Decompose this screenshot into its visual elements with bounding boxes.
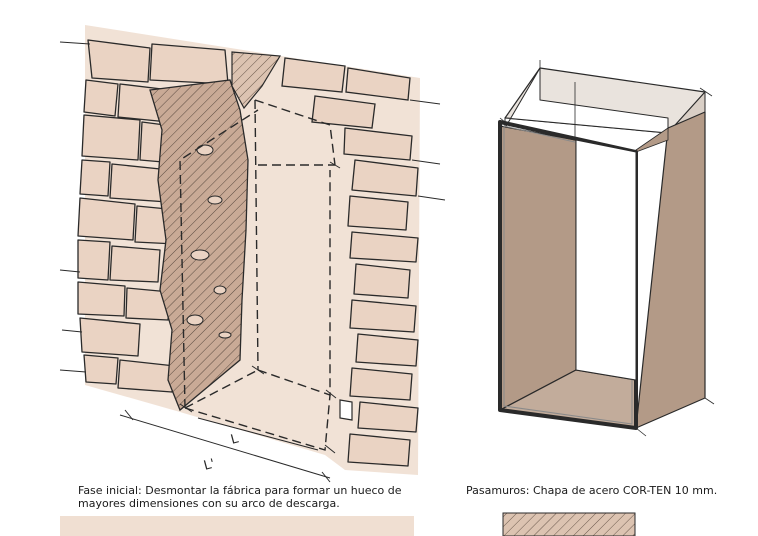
sleeve-left-panel: [499, 125, 577, 411]
opening-dashed-outline: [179, 99, 336, 451]
left-jamb-cut: [149, 79, 249, 412]
sketch-lines: [59, 41, 446, 373]
next-figure-right: [502, 512, 636, 536]
dim-label-l-prime: L': [202, 457, 216, 474]
arch-hatch: [231, 51, 282, 110]
next-figure-left: [60, 516, 414, 536]
steel-sleeve-sketch: [498, 60, 715, 437]
right-wall-stones: [343, 127, 419, 467]
sleeve-side-wall: [635, 111, 706, 429]
caption-left-line-2: mayores dimensiones con su arco de desca…: [78, 497, 340, 510]
top-stones: [281, 57, 411, 129]
caption-right: Pasamuros: Chapa de acero COR-TEN 10 mm.: [466, 484, 718, 497]
corner-ticks: [179, 161, 341, 454]
wall-sketch: L' L: [59, 25, 446, 483]
rubble-stones: [186, 144, 232, 339]
dim-label-l: L: [229, 431, 241, 448]
caption-left-line-1: Fase inicial: Desmontar la fábrica para …: [78, 484, 402, 497]
sleeve-through-opening: [575, 139, 637, 381]
sleeve-construction-lines: [499, 60, 715, 437]
dimension-lines: [119, 409, 331, 483]
